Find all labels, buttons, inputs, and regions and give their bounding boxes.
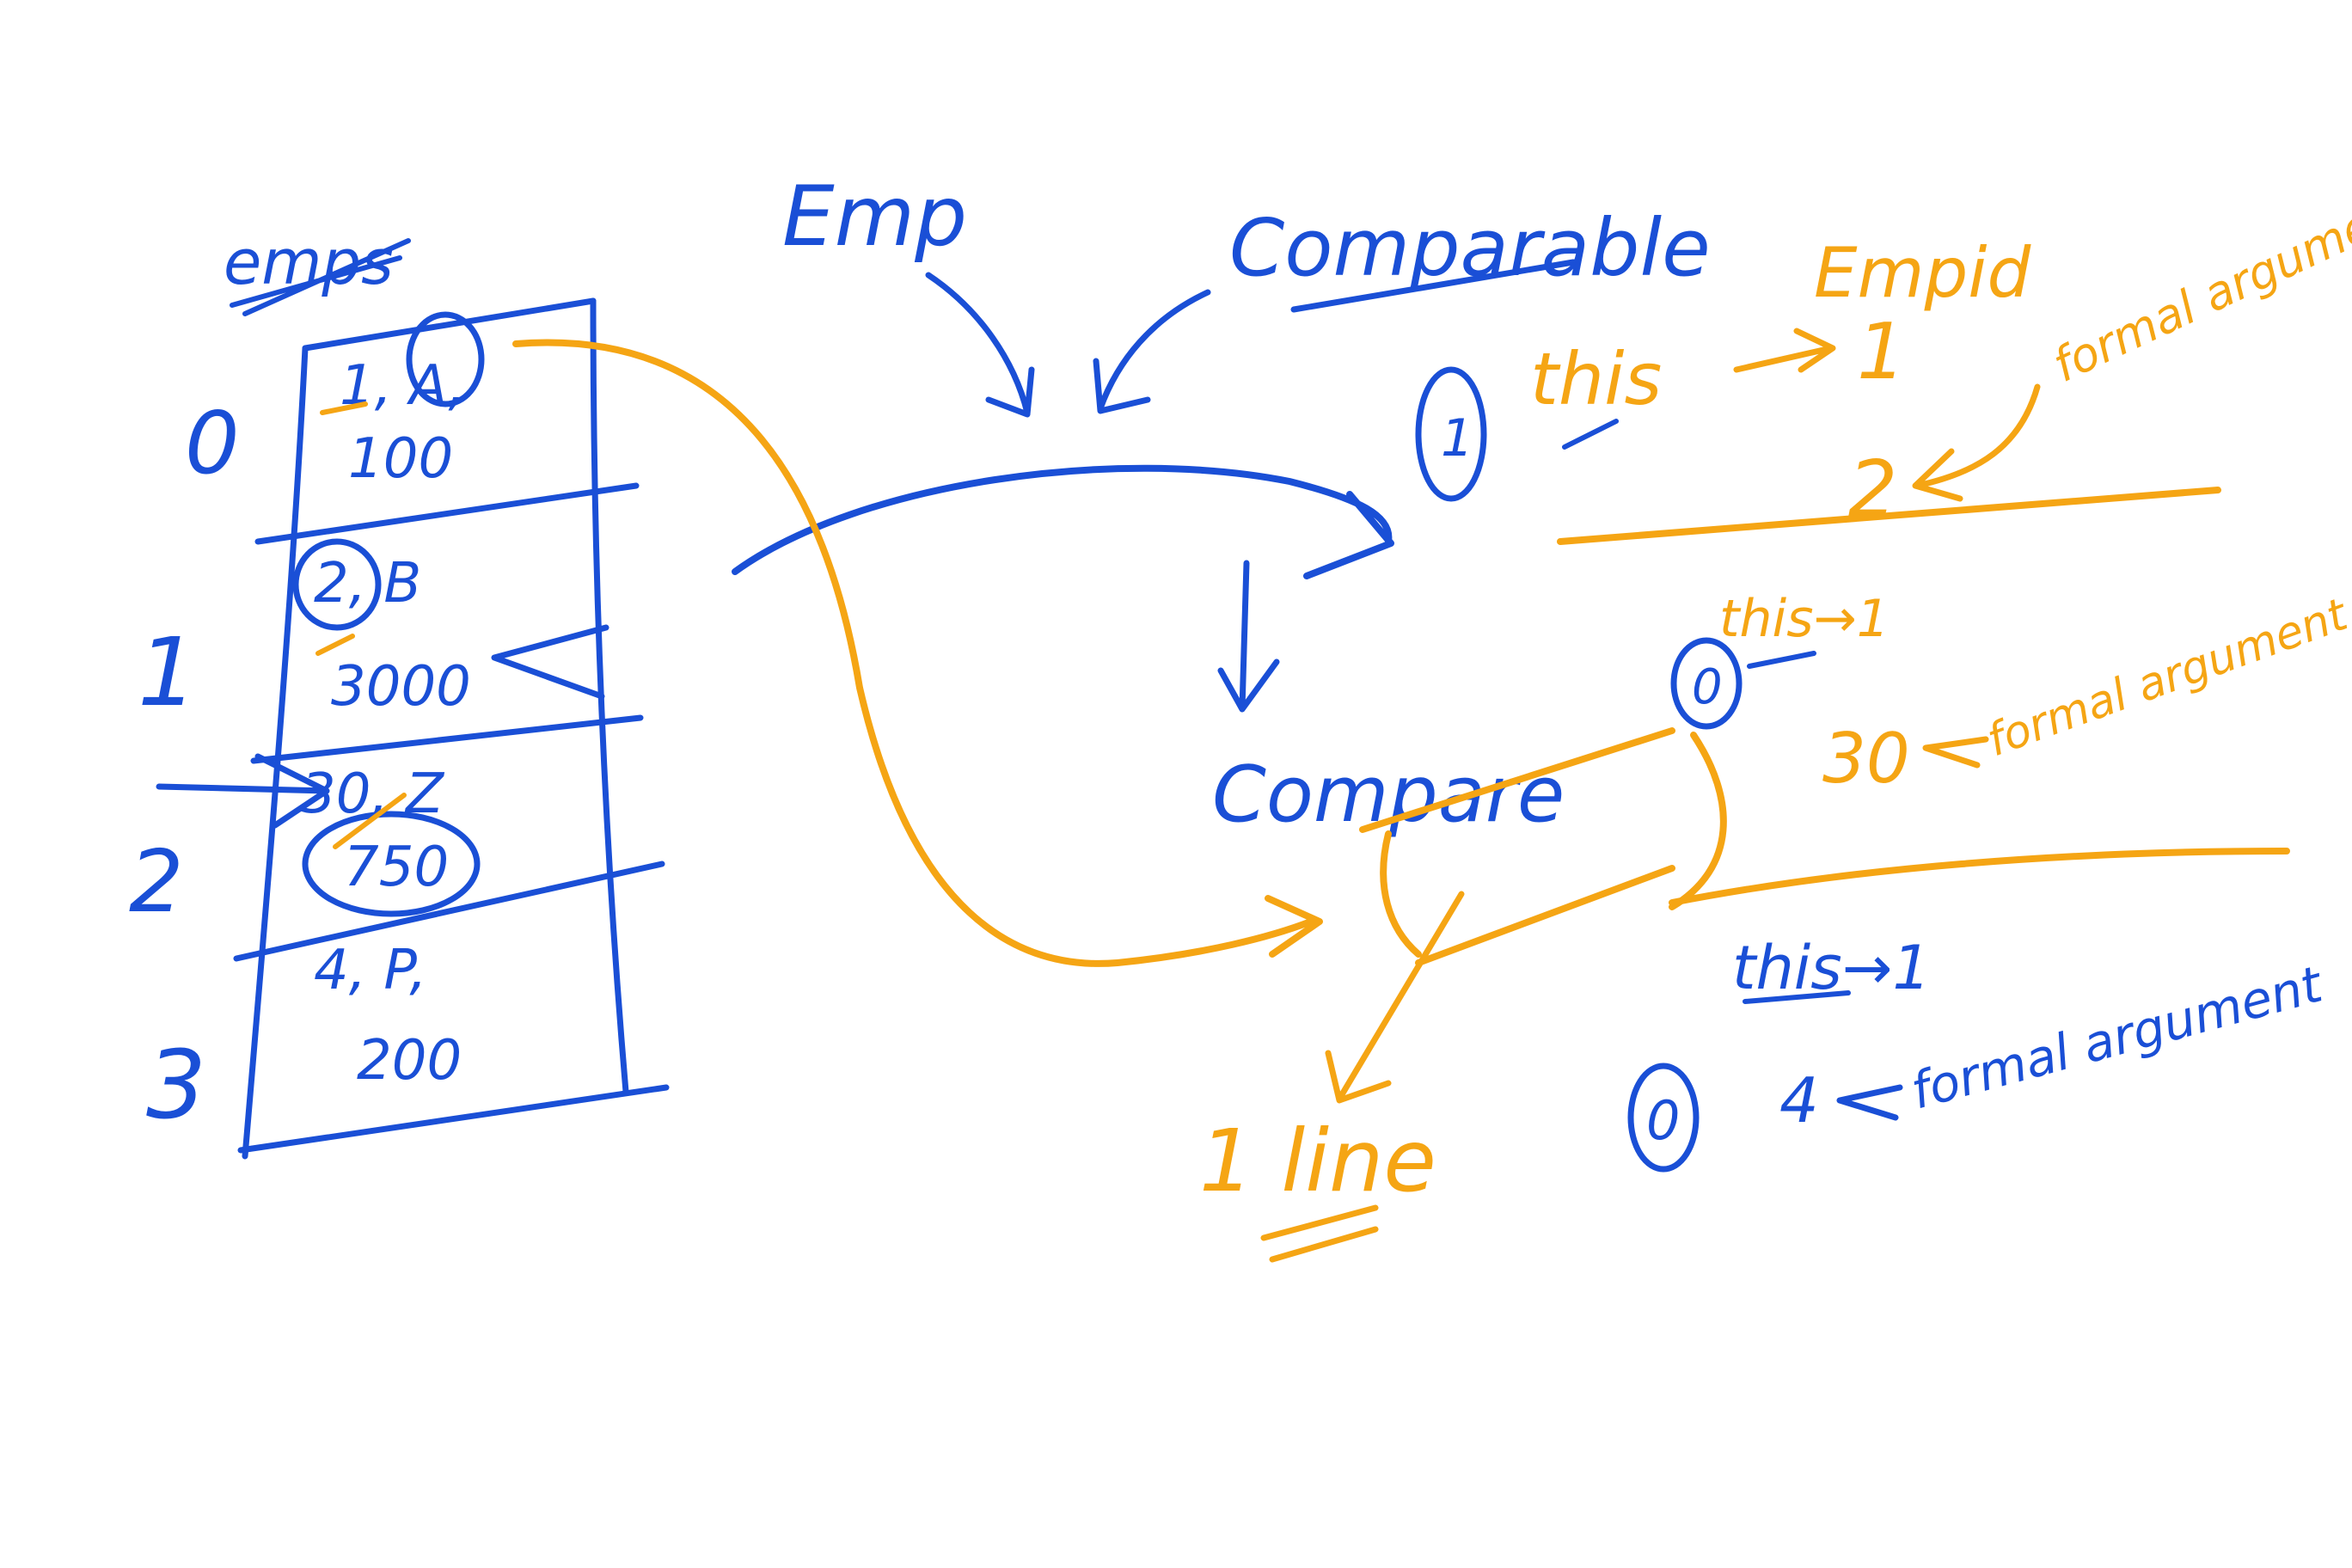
formal-argument-1: formal argument	[2045, 177, 2352, 393]
array-bottom-edge	[237, 1084, 670, 1154]
formal-argument-2: formal argument	[1981, 589, 2352, 767]
cell-0-line1: 1, A,	[340, 354, 466, 418]
formal-arrow-3	[1836, 1084, 1903, 1121]
orange-s-curve	[512, 339, 1323, 967]
circle-zero-low-label: 0	[1646, 1089, 1680, 1152]
circle-zero-low	[1627, 1063, 1700, 1173]
empid-value: 1	[1857, 307, 1906, 397]
compare-right-arc	[1669, 732, 1727, 910]
array-cell-3: 4, P, 200	[314, 939, 462, 1093]
this-low: this→1	[1732, 933, 1931, 1003]
cell-3-line2: 200	[357, 1029, 462, 1093]
formal-arrow-2	[1922, 736, 1989, 769]
row-divider-1	[254, 482, 640, 545]
one-line-underline	[1260, 1204, 1379, 1263]
cell-0-orange-tick	[320, 401, 368, 415]
circle-zero-mid	[1670, 637, 1743, 730]
compare-box-bottom	[1415, 865, 1675, 966]
arrow-to-one-line	[1325, 891, 1465, 1104]
compare-box-left-arc	[1380, 830, 1422, 958]
emps-array: emps 0 1 2 3 1, A, 100 2, B 3000	[129, 226, 670, 1160]
compare-box-top	[1359, 727, 1675, 833]
thirty-label: 30	[1822, 719, 1910, 799]
array-left-edge	[242, 345, 309, 1160]
one-line-label: 1 line	[1199, 1111, 1436, 1211]
array-label-strike	[230, 238, 411, 316]
array-cell-1: 2, B 3000	[292, 538, 609, 719]
cell-0-name-circle	[406, 311, 485, 407]
row-divider-2	[250, 714, 644, 764]
blue-arc-to-comparable	[732, 464, 1394, 579]
empid-label: Empid	[1814, 233, 2031, 313]
cell-2-line2: 750	[344, 836, 449, 899]
array-cell-2: 30, Z 750	[156, 753, 481, 917]
array-index-2: 2	[129, 831, 184, 932]
arrow-down-compare	[1217, 560, 1280, 713]
arrow-emp-down	[925, 272, 1035, 418]
emp-label: Emp	[782, 168, 967, 265]
compare-label: Compare	[1212, 750, 1565, 840]
cell-1-line1: 2, B	[314, 552, 421, 616]
circle-one-label: 1	[1441, 408, 1473, 469]
cell-2-orange-strike	[333, 793, 407, 849]
circle-one	[1415, 366, 1487, 502]
orange-divider-bottom	[1669, 848, 2290, 906]
arrow-comparable-down	[1093, 289, 1211, 414]
circle-zero-mid-tick	[1747, 651, 1816, 669]
cell-0-line2: 100	[348, 427, 453, 491]
cell-1-line2: 3000	[331, 655, 471, 719]
formal-arrow-1	[1912, 383, 2041, 502]
cell-1-id-circle	[292, 538, 382, 631]
array-index-1: 1	[138, 617, 198, 727]
cell-2-salary-ellipse	[302, 811, 481, 917]
cell-1-orange-tick	[315, 634, 355, 656]
array-index-3: 3	[146, 1030, 206, 1140]
this-top-arrow	[1733, 328, 1836, 373]
cell-3-line1: 4, P,	[314, 939, 427, 1002]
row-divider-3	[233, 861, 665, 962]
this-top: this	[1530, 337, 1662, 421]
array-cell-0: 1, A, 100	[320, 311, 485, 491]
array-top-edge	[302, 297, 597, 352]
this-low-underline	[1743, 990, 1851, 1004]
circle-zero-mid-label: 0	[1692, 659, 1723, 715]
cell-1-arrow	[491, 624, 609, 700]
array-index-0: 0	[185, 393, 240, 493]
this-mid: this→1	[1719, 589, 1890, 649]
cell-2-pointer-arrow	[156, 753, 330, 829]
comparable-underline	[1290, 259, 1577, 313]
formal-argument-3: formal argument	[1905, 954, 2330, 1120]
four-label: 4	[1779, 1064, 1819, 1136]
orange-divider-top	[1557, 487, 2221, 545]
this-top-underline	[1562, 419, 1619, 450]
